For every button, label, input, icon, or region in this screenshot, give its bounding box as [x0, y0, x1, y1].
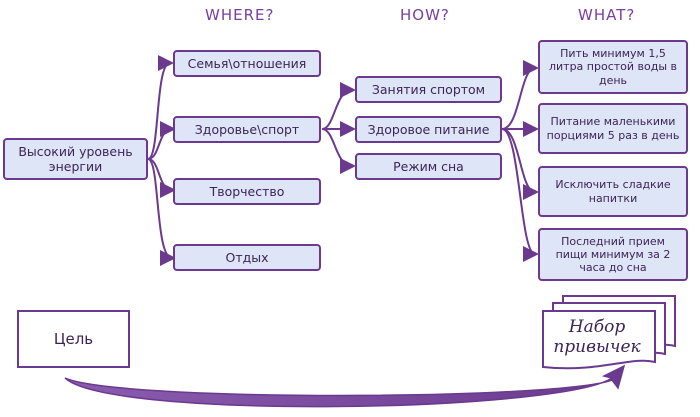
link-food-water: [501, 60, 539, 130]
what-water: Пить минимум 1,5 литра простой воды в де…: [538, 40, 688, 94]
where-rest: Отдых: [173, 244, 321, 271]
where-health: Здоровье\спорт: [173, 116, 321, 143]
link-health-sport: [321, 82, 356, 130]
root-node: Высокий уровень энергии: [3, 138, 148, 180]
goal-to-habits-arrow: [64, 364, 626, 408]
how-sport: Занятия спортом: [355, 76, 502, 103]
link-food-sweet: [501, 128, 539, 200]
what-last-meal: Последний прием пищи минимум за 2 часа д…: [538, 228, 688, 281]
link-root-family: [147, 55, 174, 160]
what-portions: Питание маленькими порциями 5 раз в день: [538, 103, 688, 154]
link-health-sleep: [321, 128, 356, 174]
header-how: HOW?: [400, 6, 450, 24]
habits-doc-stack: [542, 295, 676, 370]
how-sleep: Режим сна: [355, 153, 502, 180]
header-where: WHERE?: [205, 6, 275, 24]
header-what: WHAT?: [578, 6, 636, 24]
where-family: Семья\отношения: [173, 50, 321, 77]
how-food: Здоровое питание: [355, 116, 502, 143]
what-no-sweet: Исключить сладкие напитки: [538, 166, 688, 217]
goal-box: Цель: [17, 310, 130, 368]
where-creative: Творчество: [173, 178, 321, 205]
link-root-health: [147, 121, 176, 160]
habits-label: Набор привычек: [553, 317, 641, 357]
link-food-last: [501, 128, 539, 262]
link-root-rest: [147, 158, 176, 266]
